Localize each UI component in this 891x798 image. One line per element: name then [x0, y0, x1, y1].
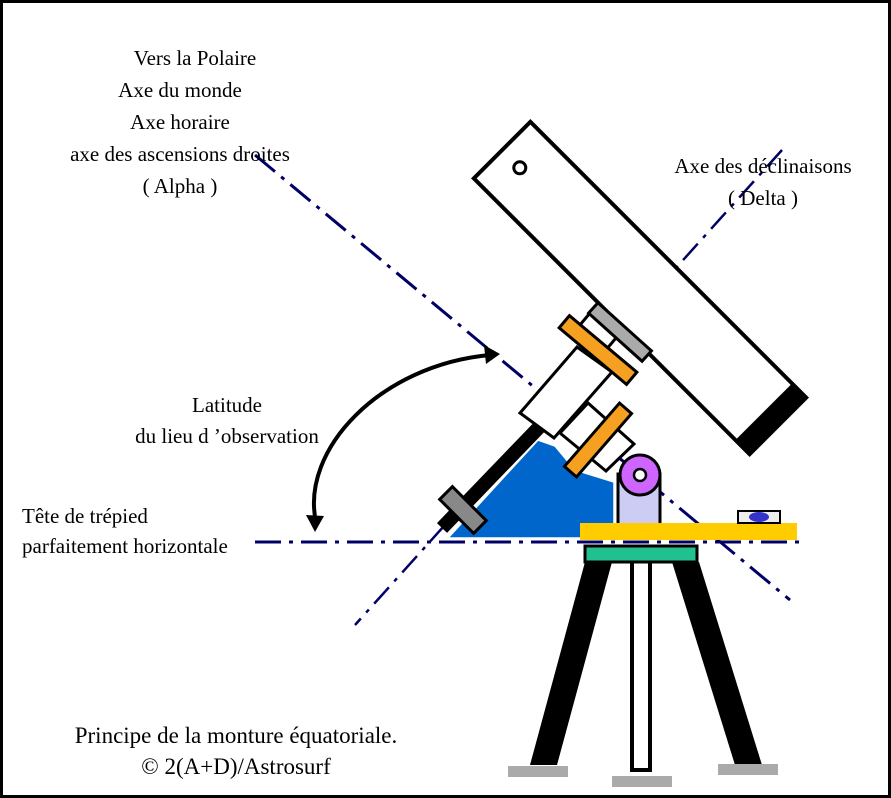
green-base	[583, 544, 699, 564]
polar-label-1: Vers la Polaire	[133, 46, 257, 70]
tripod-label-1: Tête de trépied	[22, 504, 148, 528]
polar-label-3: Axe horaire	[130, 110, 230, 134]
tripod	[508, 558, 778, 787]
polar-label-2: Axe du monde	[118, 78, 242, 102]
arrowhead-top	[484, 345, 500, 364]
caption-title: Principe de la monture équatoriale.	[74, 723, 398, 748]
saddle-plate	[586, 300, 654, 364]
latitude-label-1: Latitude	[192, 393, 262, 417]
polar-label-4: axe des ascensions droites	[70, 142, 290, 166]
caption-copyright: © 2(A+D)/Astrosurf	[141, 754, 331, 779]
dec-label-2: ( Delta )	[728, 186, 798, 210]
dec-label-1: Axe des déclinaisons	[674, 154, 852, 178]
arrowhead-bottom	[306, 515, 324, 532]
polar-label-5: ( Alpha )	[142, 174, 218, 198]
orange-disc-lower	[562, 400, 634, 480]
orange-disc-upper	[557, 313, 639, 387]
tripod-head-plate	[580, 523, 797, 540]
latitude-label-2: du lieu d ’observation	[135, 424, 319, 448]
counterweight	[437, 484, 489, 536]
polar-axis-line	[254, 153, 791, 602]
bubble	[749, 512, 769, 522]
tripod-label-2: parfaitement horizontale	[22, 534, 228, 558]
latitude-arc-arrow	[312, 353, 491, 523]
